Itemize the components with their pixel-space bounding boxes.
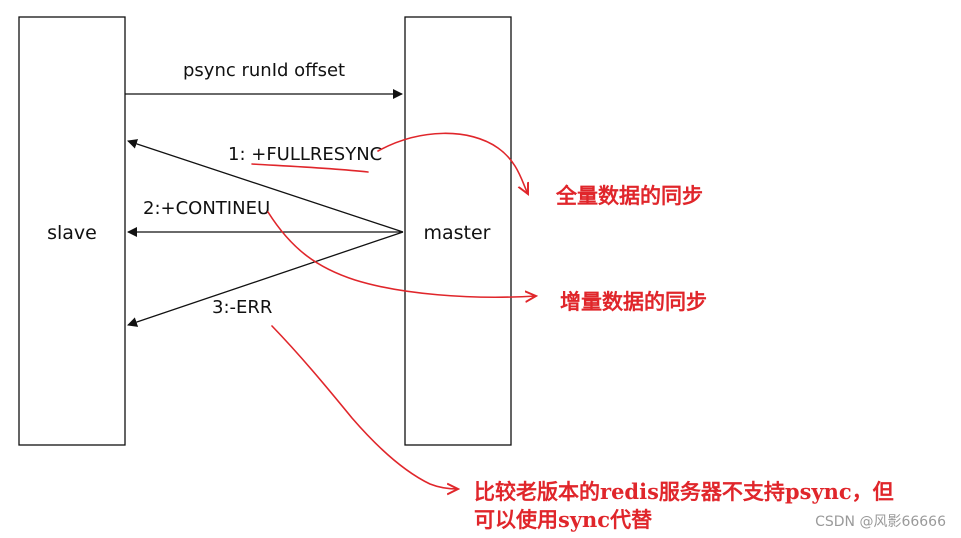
full-sync-pointer	[377, 132, 528, 194]
csdn-watermark: CSDN @风影66666	[815, 514, 946, 530]
slave-label: slave	[47, 222, 97, 244]
err-reply-arrow	[127, 231, 404, 327]
slave-box	[18, 16, 126, 446]
incremental-sync-note: 增量数据的同步	[560, 289, 707, 314]
old-version-note-line1: 比较老版本的redis服务器不支持psync，但	[474, 479, 894, 504]
master-box	[404, 16, 512, 446]
err-label: 3:-ERR	[212, 297, 272, 318]
fullresync-reply-arrow	[127, 139, 404, 233]
psync-request-label: psync runId offset	[183, 60, 345, 81]
old-version-note-line2: 可以使用sync代替	[474, 507, 652, 532]
fullresync-label: 1: +FULLRESYNC	[228, 144, 382, 165]
full-sync-note: 全量数据的同步	[555, 183, 703, 208]
master-label: master	[423, 222, 490, 244]
fullresync-underline	[251, 163, 369, 173]
incremental-sync-pointer	[267, 211, 536, 297]
continue-label: 2:+CONTINEU	[143, 198, 270, 219]
old-version-pointer	[271, 325, 458, 489]
